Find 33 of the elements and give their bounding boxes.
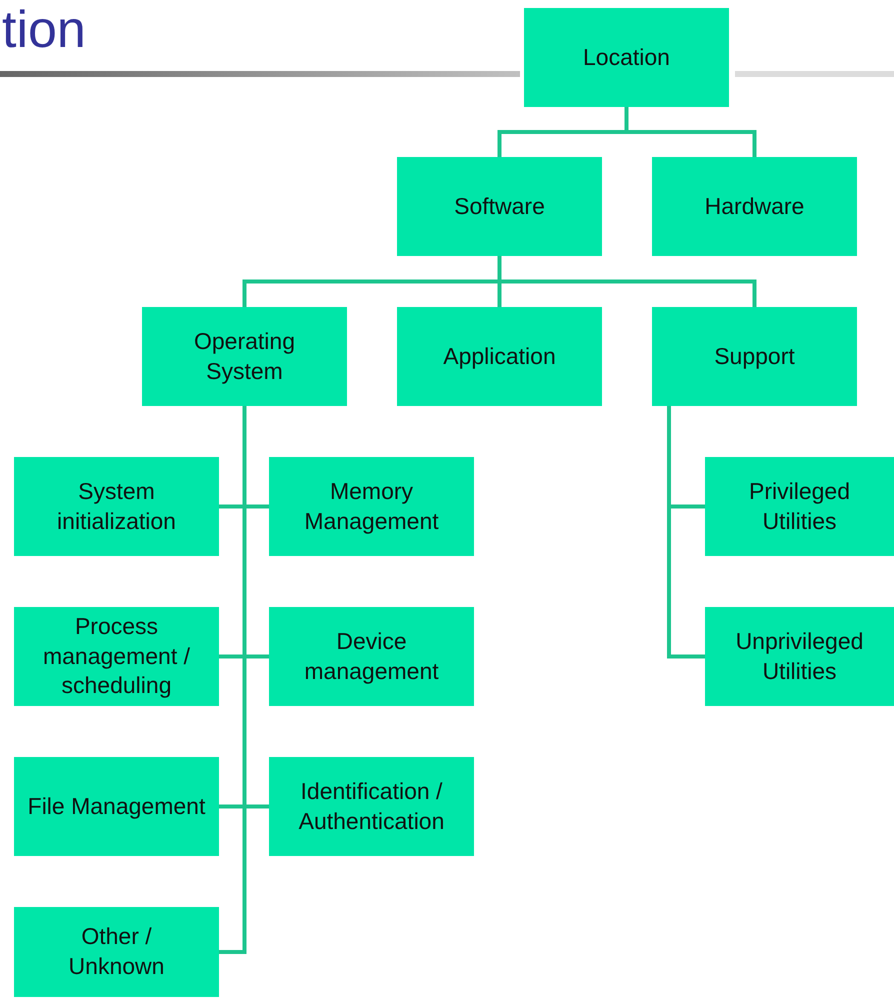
category-box bbox=[652, 157, 857, 256]
node-label: Unprivileged Utilities bbox=[734, 626, 864, 686]
category-box bbox=[652, 307, 857, 406]
category-box bbox=[14, 907, 219, 997]
title: tion bbox=[2, 2, 86, 60]
node-label: Support bbox=[714, 342, 795, 371]
category-box bbox=[14, 607, 219, 706]
node-label: Software bbox=[454, 192, 545, 221]
category-box bbox=[269, 607, 474, 706]
node-label: Process management / scheduling bbox=[42, 612, 192, 700]
node-label: Privileged Utilities bbox=[748, 476, 851, 536]
category-box bbox=[524, 8, 729, 107]
connector-line bbox=[667, 406, 705, 658]
node-label: System initialization bbox=[56, 476, 177, 536]
category-box bbox=[397, 157, 602, 256]
node-label: Hardware bbox=[704, 192, 804, 221]
node-label: File Management bbox=[28, 792, 206, 821]
connector-line bbox=[498, 256, 756, 307]
category-box bbox=[269, 757, 474, 856]
category-box bbox=[14, 457, 219, 556]
category-box bbox=[14, 757, 219, 856]
node-label: Device management bbox=[303, 626, 440, 686]
category-box bbox=[705, 457, 894, 556]
node-label: Other / Unknown bbox=[68, 922, 166, 981]
node-label: Operating System bbox=[192, 326, 296, 386]
category-box bbox=[142, 307, 347, 406]
node-label: Memory Management bbox=[303, 476, 440, 536]
category-box bbox=[397, 307, 602, 406]
node-label: Identification / Authentication bbox=[298, 776, 446, 836]
category-box bbox=[269, 457, 474, 556]
node-label: Application bbox=[443, 342, 556, 371]
node-label: Location bbox=[583, 42, 670, 72]
category-box bbox=[705, 607, 894, 706]
